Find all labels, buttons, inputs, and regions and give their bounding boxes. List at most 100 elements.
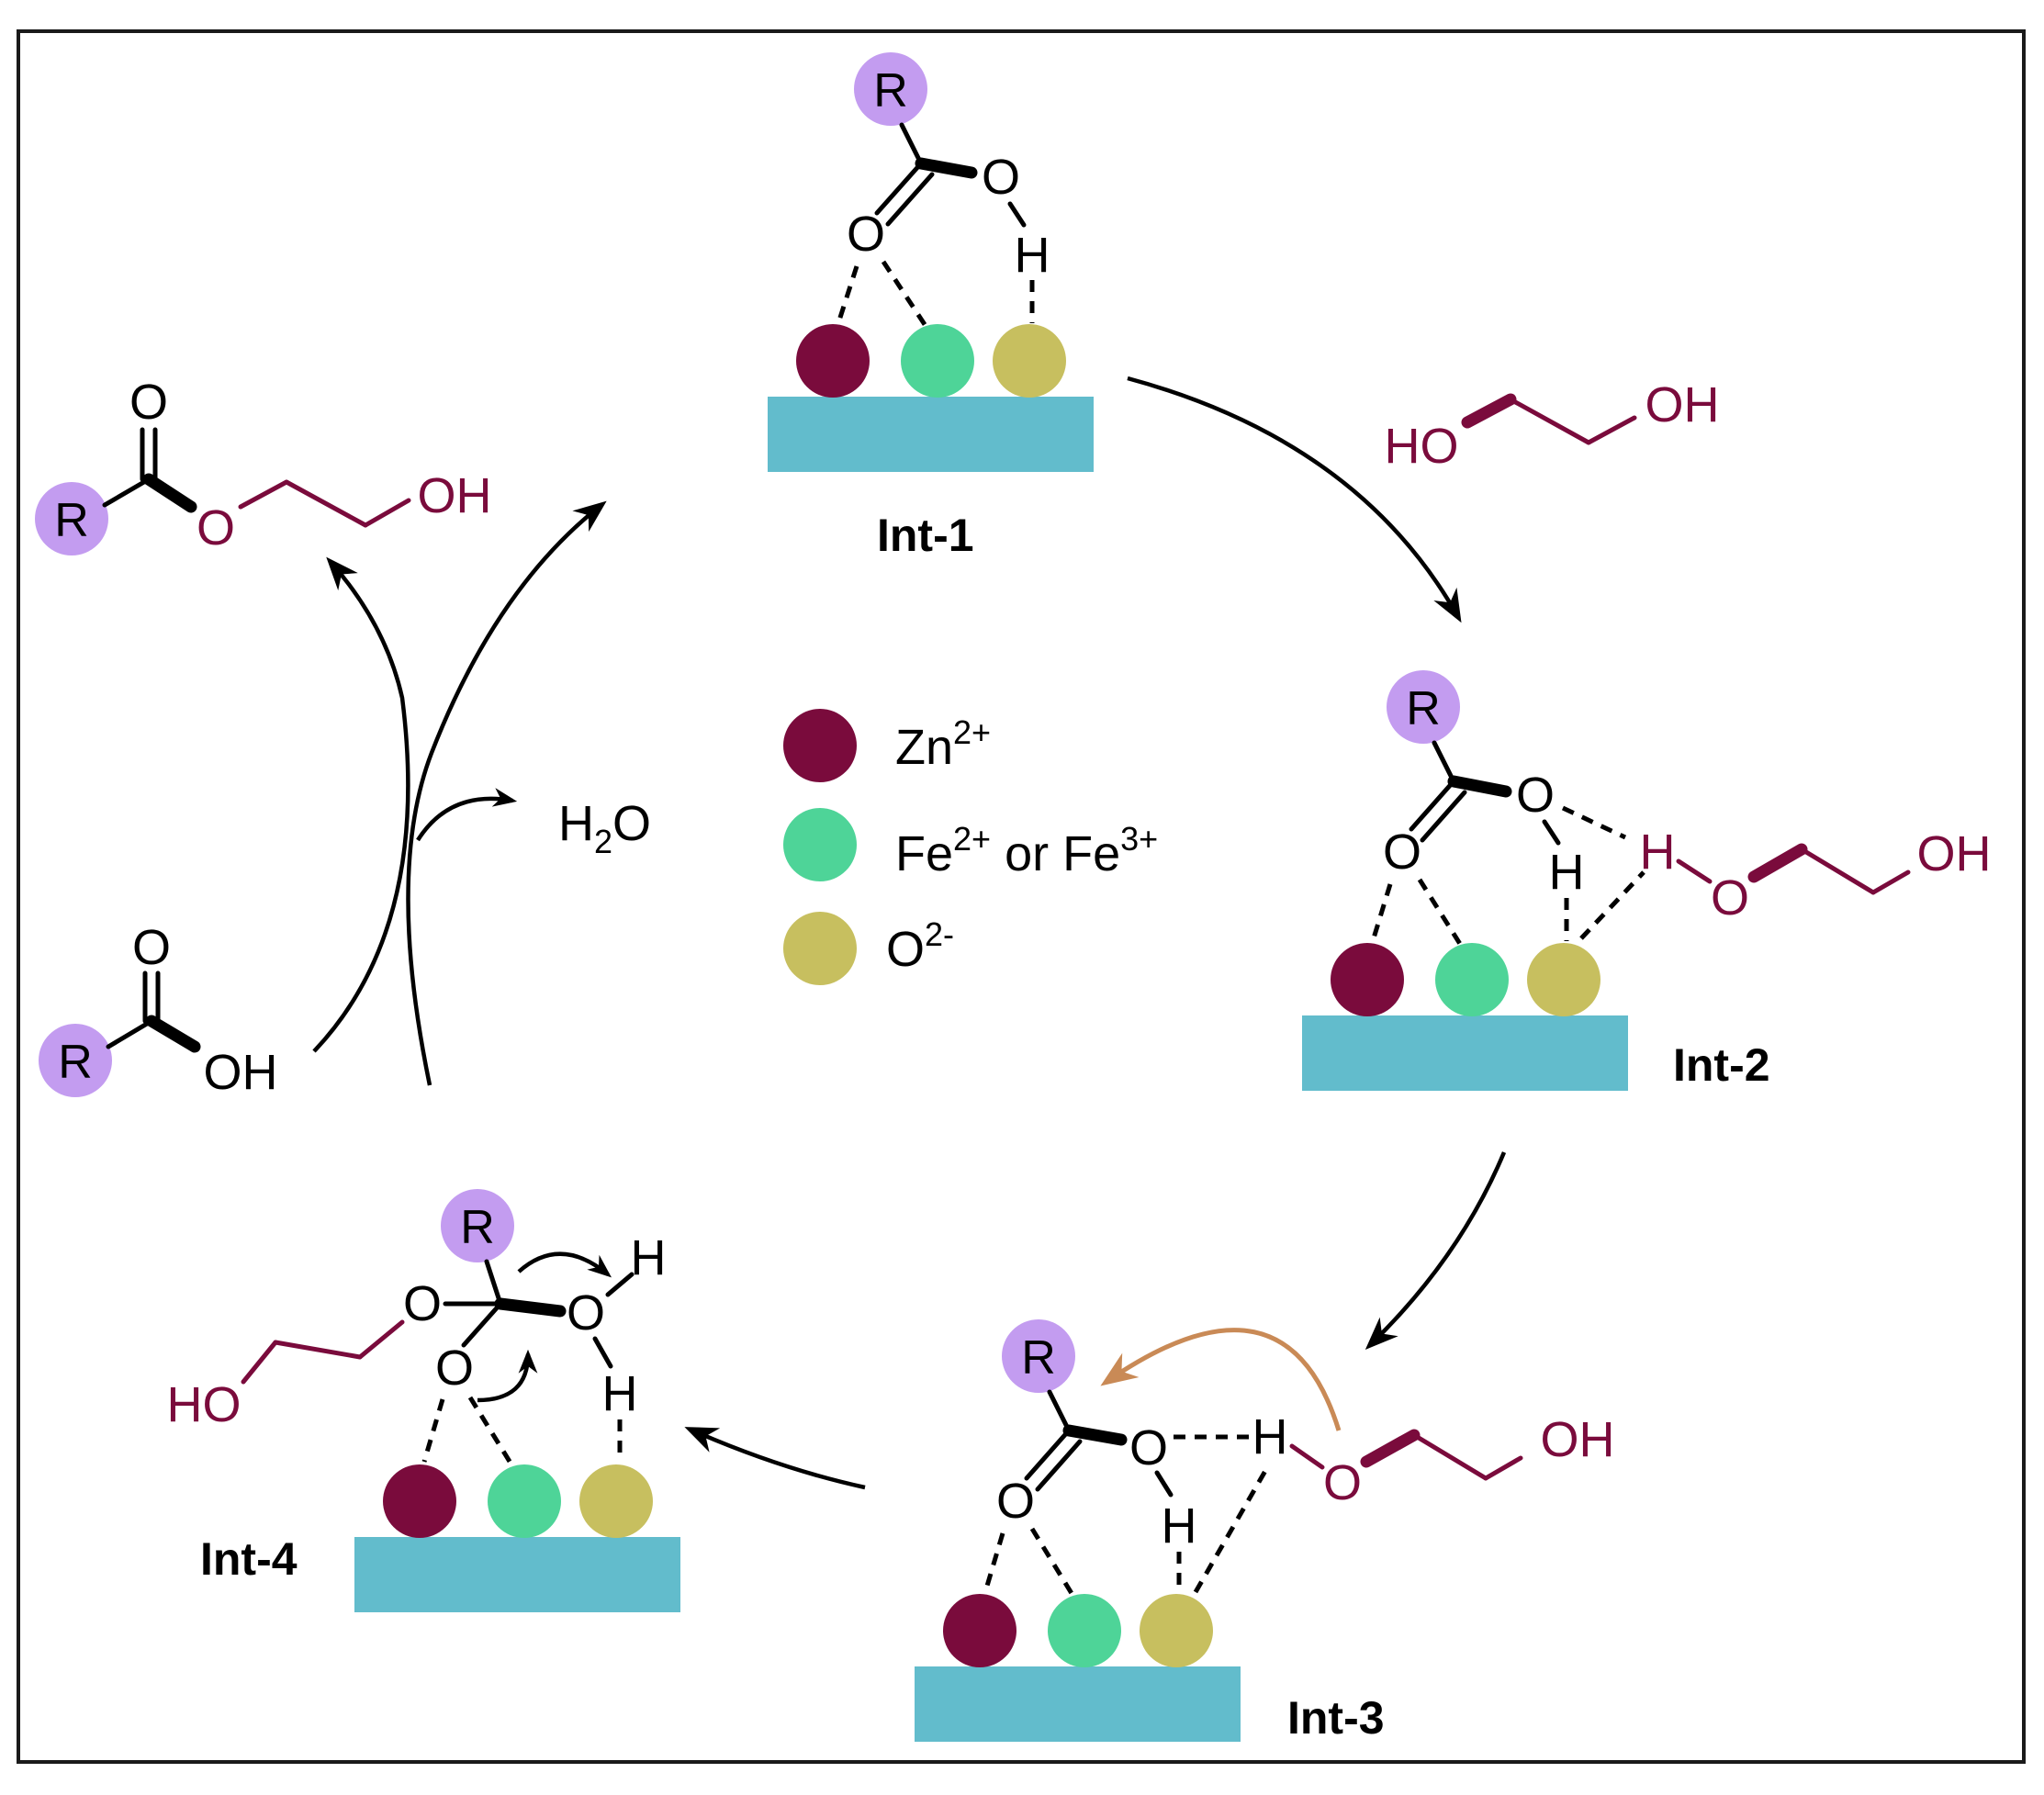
int4-h: H <box>602 1366 638 1421</box>
int2-double-bond-a <box>1409 779 1456 832</box>
ester-r-group <box>35 482 108 555</box>
int2-dash-zn <box>1370 883 1393 942</box>
int3-glycol-h: H <box>1252 1409 1288 1464</box>
int1-dash-fe <box>881 260 928 328</box>
int1-r-group <box>854 52 927 126</box>
arrow-int2-to-int3 <box>1365 1151 1507 1351</box>
int4-r-bond <box>484 1259 503 1307</box>
acid-oh: OH <box>204 1045 278 1100</box>
int4-oh-bond-1 <box>605 1272 635 1297</box>
int2-dash-fe <box>1417 878 1463 946</box>
ester-carbonyl-o: O <box>129 375 168 430</box>
int1-o-ion <box>993 324 1066 398</box>
glycol-bond-2 <box>1586 415 1637 445</box>
acid-r-group <box>39 1024 112 1097</box>
int3-dash-zn <box>983 1532 1005 1593</box>
ester-bond <box>102 477 152 508</box>
int2-bond <box>1432 740 1456 784</box>
int1-double-bond-a <box>874 161 924 216</box>
int1-bond <box>899 122 924 166</box>
glycol-bond-1 <box>1508 397 1591 445</box>
arrow-acid-to-ester <box>312 556 410 1053</box>
int3-wedge-bond <box>1062 1424 1128 1446</box>
arrow-int1-to-int2 <box>1127 376 1462 623</box>
int4-dash-zn <box>421 1398 445 1463</box>
int2-h: H <box>1549 845 1585 900</box>
ester-r-label: R <box>54 494 89 547</box>
ester-wedge <box>142 473 197 513</box>
acid-r-label: R <box>58 1036 93 1089</box>
int3-glycol-bond-2 <box>1483 1455 1523 1481</box>
int1-fe-ion <box>901 324 974 398</box>
int-2-group: R O O H H O OH Int-2 <box>1302 670 1992 1091</box>
int3-r-group <box>1002 1319 1075 1393</box>
int3-surface <box>915 1666 1241 1742</box>
int4-curly-arrow-bottom <box>477 1349 538 1403</box>
int1-h: H <box>1015 228 1050 283</box>
int4-r-group <box>441 1189 514 1262</box>
arrow-int4-to-int1 <box>406 500 607 1086</box>
int4-h-top: H <box>631 1230 667 1285</box>
int3-double-bond-b <box>1035 1439 1083 1492</box>
int2-wedge-bond <box>1447 775 1512 798</box>
int4-glycol-bond-1 <box>357 1319 405 1360</box>
int3-bond <box>1047 1389 1072 1433</box>
int2-label: Int-2 <box>1673 1039 1770 1091</box>
int3-carbonyl-o: O <box>996 1474 1035 1529</box>
int3-dash-glycol-h <box>1193 1469 1268 1594</box>
int1-label: Int-1 <box>877 510 974 561</box>
int2-o-ion <box>1527 943 1600 1016</box>
int4-lower-o: O <box>435 1341 474 1396</box>
legend: Zn2+ Fe2+ or Fe3+ O2- <box>783 709 1158 985</box>
int3-curly-arrow <box>1100 1328 1342 1431</box>
int1-surface <box>768 397 1094 472</box>
int-1-group: R O O H Int-1 <box>768 52 1094 561</box>
int2-glycol-oh: OH <box>1917 826 1992 881</box>
int-3-group: R O O H H O OH Int-3 <box>915 1319 1615 1744</box>
glycol-ho: HO <box>1385 419 1459 474</box>
int2-r-label: R <box>1406 682 1441 735</box>
int4-o-ion <box>579 1464 653 1538</box>
legend-zn-swatch <box>783 709 857 782</box>
glycol-reactant: HO OH <box>1385 377 1720 474</box>
ester-glycol-bond-2 <box>284 479 368 528</box>
int3-glycol-bond-1 <box>1411 1432 1488 1481</box>
int4-label: Int-4 <box>200 1533 298 1585</box>
int3-fe-ion <box>1048 1594 1121 1667</box>
int3-hydroxyl-o: O <box>1129 1420 1168 1475</box>
int3-h: H <box>1162 1498 1197 1554</box>
carboxylic-acid-reactant: R O OH <box>39 920 278 1100</box>
int2-carbonyl-o: O <box>1383 825 1421 880</box>
int1-dash-zn <box>836 265 859 324</box>
int1-wedge-bond <box>915 157 978 179</box>
int4-surface <box>354 1537 680 1612</box>
glycol-wedge <box>1461 393 1517 429</box>
int4-glycol-bond-2 <box>273 1340 363 1360</box>
legend-o-swatch <box>783 912 857 985</box>
int2-dash-hbond <box>1561 805 1627 840</box>
int2-glycol-bond-h <box>1676 858 1713 884</box>
int2-glycol-o: O <box>1711 870 1749 926</box>
int3-double-bond-a <box>1024 1428 1072 1481</box>
int4-zn-ion <box>383 1464 456 1538</box>
legend-fe-label: Fe2+ or Fe3+ <box>895 820 1158 881</box>
acid-carbonyl-o: O <box>132 920 171 975</box>
int4-curly-arrow-top <box>517 1251 612 1278</box>
int2-fe-ion <box>1435 943 1509 1016</box>
ester-glycol-bond-3 <box>363 498 411 528</box>
int2-r-group <box>1387 670 1460 744</box>
int4-ether-o: O <box>403 1276 442 1331</box>
legend-fe-swatch <box>783 808 857 881</box>
int4-wedge-bond <box>494 1297 567 1318</box>
ester-product: R O O OH <box>35 375 492 555</box>
int2-surface <box>1302 1015 1628 1091</box>
int3-dash-fe <box>1029 1527 1075 1597</box>
int2-oh-bond <box>1542 819 1561 846</box>
int4-glycol-ho: HO <box>167 1377 241 1432</box>
int2-dash-glycol-h <box>1579 870 1645 940</box>
ester-o: O <box>197 500 235 555</box>
int2-glycol-bond-1 <box>1799 847 1876 895</box>
int4-oh-bond-2 <box>592 1336 613 1369</box>
int-4-group: R O O H H O HO Int-4 <box>167 1189 680 1612</box>
